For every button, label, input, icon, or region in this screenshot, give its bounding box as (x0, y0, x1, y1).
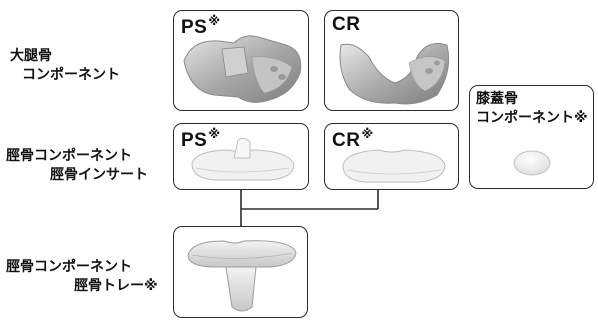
femoral-ps-box: PS※ (173, 10, 309, 111)
tibial-insert-label: 脛骨コンポーネント 脛骨インサート (6, 147, 148, 185)
patella-image (513, 150, 551, 176)
tibial-tray-label-line2: 脛骨トレー※ (74, 278, 158, 294)
tibial-tray-label-line1: 脛骨コンポーネント (6, 259, 132, 275)
femoral-cr-box: CR (324, 10, 459, 111)
femoral-cr-text: CR (332, 14, 361, 35)
tibial-tray-label: 脛骨コンポーネント 脛骨トレー※ (6, 258, 158, 296)
femoral-cr-image (339, 43, 450, 105)
insert-ps-tag: PS※ (181, 127, 221, 152)
insert-cr-tag: CR※ (332, 127, 374, 152)
femoral-ps-image (183, 35, 302, 103)
patella-label: 膝蓋骨 コンポーネント※ (476, 90, 588, 128)
patella-label-line1: 膝蓋骨 (476, 91, 518, 107)
femoral-ps-text: PS (181, 17, 208, 38)
tibial-tray-box (173, 226, 308, 318)
insert-ps-mark: ※ (208, 127, 221, 141)
tibial-insert-label-line2: 脛骨インサート (50, 167, 148, 183)
patella-label-line2: コンポーネント※ (476, 110, 588, 126)
patella-box: 膝蓋骨 コンポーネント※ (469, 85, 594, 189)
insert-cr-mark: ※ (361, 127, 374, 141)
tibial-tray-image (187, 240, 297, 312)
insert-cr-text: CR (332, 130, 361, 151)
tibial-insert-label-line1: 脛骨コンポーネント (6, 148, 132, 164)
insert-cr-image (342, 149, 446, 183)
femoral-component-label: 大腿骨 コンポーネント (10, 47, 120, 85)
insert-ps-image (191, 137, 295, 181)
femoral-label-line2: コンポーネント (22, 67, 120, 83)
femoral-ps-tag: PS※ (181, 14, 221, 39)
femoral-label-line1: 大腿骨 (10, 48, 52, 64)
femoral-ps-mark: ※ (208, 14, 221, 28)
insert-ps-text: PS (181, 130, 208, 151)
femoral-cr-tag: CR (332, 14, 360, 36)
insert-ps-box: PS※ (173, 123, 309, 190)
insert-cr-box: CR※ (324, 123, 459, 190)
